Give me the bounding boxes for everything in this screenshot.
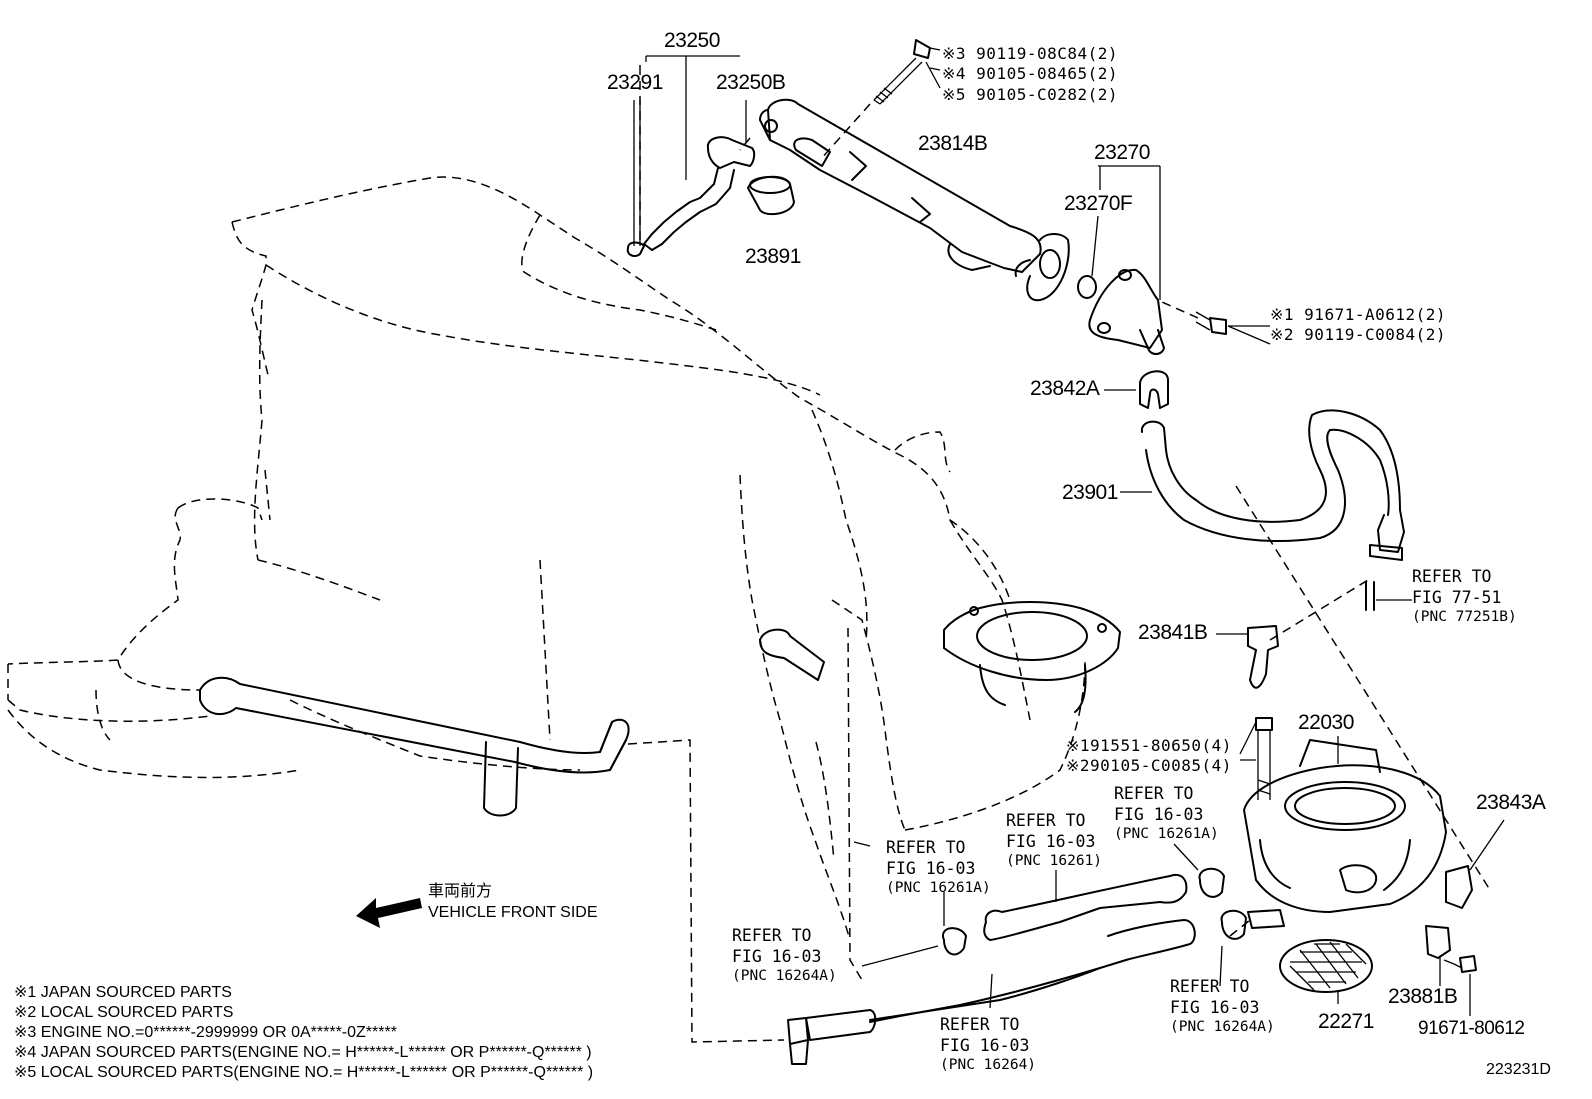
part-label-23250: 23250 (664, 29, 720, 52)
ref-line: FIG 16-03 (732, 947, 822, 967)
part-label-23270: 23270 (1094, 141, 1150, 164)
clip-23842A (1139, 370, 1169, 409)
hose-clamp-1 (941, 927, 967, 956)
ref-pipe (1365, 581, 1375, 611)
ref-fig-77-51: REFER TO FIG 77-51 (PNC 77251B) (1412, 566, 1517, 627)
ref-line: FIG 16-03 (1170, 998, 1260, 1018)
ref-fig-16-03-c: REFER TO FIG 16-03 (PNC 16261A) (1114, 783, 1219, 844)
bolt-right (1195, 311, 1227, 335)
ref-fig-16-03-b: REFER TO FIG 16-03 (PNC 16261) (1006, 810, 1102, 871)
throttle-body (1243, 739, 1447, 929)
ref-line: (PNC 77251B) (1412, 609, 1517, 626)
part-label-23841B: 23841B (1138, 621, 1208, 644)
illustration-id: 223231D (1486, 1061, 1551, 1078)
bolt-callout-throttle: ※191551-80650(4) ※290105-C0085(4) (1066, 736, 1232, 777)
dashed-guides (627, 60, 1491, 1043)
footnote: ※2 LOCAL SOURCED PARTS (14, 1004, 234, 1021)
callout-line: ※5 90105-C0282(2) (942, 84, 1119, 104)
bolt-callout-right: ※1 91671-A0612(2) ※2 90119-C0084(2) (1270, 305, 1446, 346)
front-label-en: VEHICLE FRONT SIDE (428, 903, 598, 921)
hose-clamp-3 (1220, 909, 1247, 940)
ref-fig-16-03-e: REFER TO FIG 16-03 (PNC 16264A) (1170, 976, 1275, 1037)
ref-line: (PNC 16261A) (886, 880, 991, 897)
part-label-22271: 22271 (1318, 1010, 1374, 1033)
ref-fig-16-03-a: REFER TO FIG 16-03 (PNC 16261A) (886, 837, 991, 898)
intake-flange (943, 601, 1121, 713)
part-label-23891: 23891 (745, 245, 801, 268)
front-arrow-icon (356, 898, 422, 928)
gasket (1279, 939, 1373, 993)
ref-line: REFER TO (732, 926, 812, 945)
part-label-91671-80612: 91671-80612 (1418, 1018, 1525, 1039)
callout-line: ※4 90105-08465(2) (942, 64, 1119, 84)
ref-line: (PNC 16264A) (1170, 1019, 1275, 1036)
ref-line: (PNC 16261A) (1114, 826, 1219, 843)
ref-line: FIG 16-03 (886, 859, 976, 879)
ref-line: (PNC 16264A) (732, 968, 837, 985)
hose-clamp-2 (1198, 867, 1225, 898)
clip-23843A (1445, 865, 1473, 909)
footnote: ※4 JAPAN SOURCED PARTS(ENGINE NO.= H****… (14, 1044, 592, 1061)
insulator (747, 175, 795, 216)
footnote: ※3 ENGINE NO.=0******-2999999 OR 0A*****… (14, 1024, 397, 1041)
o-ring (1077, 275, 1097, 299)
ref-line: REFER TO (1006, 811, 1086, 830)
callout-line: ※1 91671-A0612(2) (1270, 305, 1447, 324)
part-label-23250B: 23250B (716, 71, 786, 94)
part-label-23270F: 23270F (1064, 192, 1133, 215)
callout-line: ※290105-C0085(4) (1066, 756, 1232, 776)
part-label-23901: 23901 (1062, 481, 1118, 504)
footnote: ※1 JAPAN SOURCED PARTS (14, 984, 232, 1001)
water-hoses (787, 874, 1196, 1065)
ref-line: FIG 16-03 (1006, 832, 1096, 852)
part-label-23842A: 23842A (1030, 377, 1100, 400)
front-label-jp: 車両前方 (428, 883, 493, 900)
callout-line: ※3 90119-08C84(2) (942, 44, 1119, 63)
callout-line: ※2 90119-C0084(2) (1270, 325, 1447, 345)
fuel-injector (626, 136, 756, 257)
engine-outline (7, 176, 1086, 941)
callout-line: ※191551-80650(4) (1066, 736, 1232, 755)
ref-line: FIG 16-03 (940, 1036, 1030, 1056)
water-pipe (199, 628, 825, 817)
ref-line: REFER TO (1412, 567, 1492, 586)
ref-line: REFER TO (1170, 977, 1250, 996)
vehicle-front-label: 車両前方 VEHICLE FRONT SIDE (428, 882, 598, 924)
fuel-hose (1140, 409, 1405, 561)
leader-lines (633, 47, 1505, 1016)
part-label-23843A: 23843A (1476, 791, 1546, 814)
bolt-top (873, 39, 931, 105)
ref-fig-16-03-d: REFER TO FIG 16-03 (PNC 16264A) (732, 925, 837, 986)
ref-fig-16-03-f: REFER TO FIG 16-03 (PNC 16264) (940, 1014, 1036, 1075)
ref-line: FIG 16-03 (1114, 805, 1204, 825)
ref-line: FIG 77-51 (1412, 588, 1502, 608)
part-label-23291: 23291 (607, 71, 663, 94)
part-label-23881B: 23881B (1388, 985, 1458, 1008)
part-label-22030: 22030 (1298, 711, 1354, 734)
bolt-bottom-right (1443, 955, 1477, 973)
ref-line: (PNC 16261) (1006, 853, 1103, 870)
part-label-23814B: 23814B (918, 132, 988, 155)
ref-line: REFER TO (940, 1015, 1020, 1034)
fuel-inlet (1088, 268, 1165, 355)
ref-line: REFER TO (1114, 784, 1194, 803)
ref-line: (PNC 16264) (940, 1057, 1037, 1074)
footnotes: ※1 JAPAN SOURCED PARTS ※2 LOCAL SOURCED … (14, 983, 593, 1083)
throttle-bolt (1255, 717, 1273, 800)
bolt-callout-top: ※3 90119-08C84(2) ※4 90105-08465(2) ※5 9… (942, 44, 1118, 105)
delivery-pipe (759, 98, 1070, 302)
clip-23841B (1247, 625, 1279, 689)
footnote: ※5 LOCAL SOURCED PARTS(ENGINE NO.= H****… (14, 1064, 594, 1081)
clip-23881B (1425, 925, 1451, 959)
ref-line: REFER TO (886, 838, 966, 857)
